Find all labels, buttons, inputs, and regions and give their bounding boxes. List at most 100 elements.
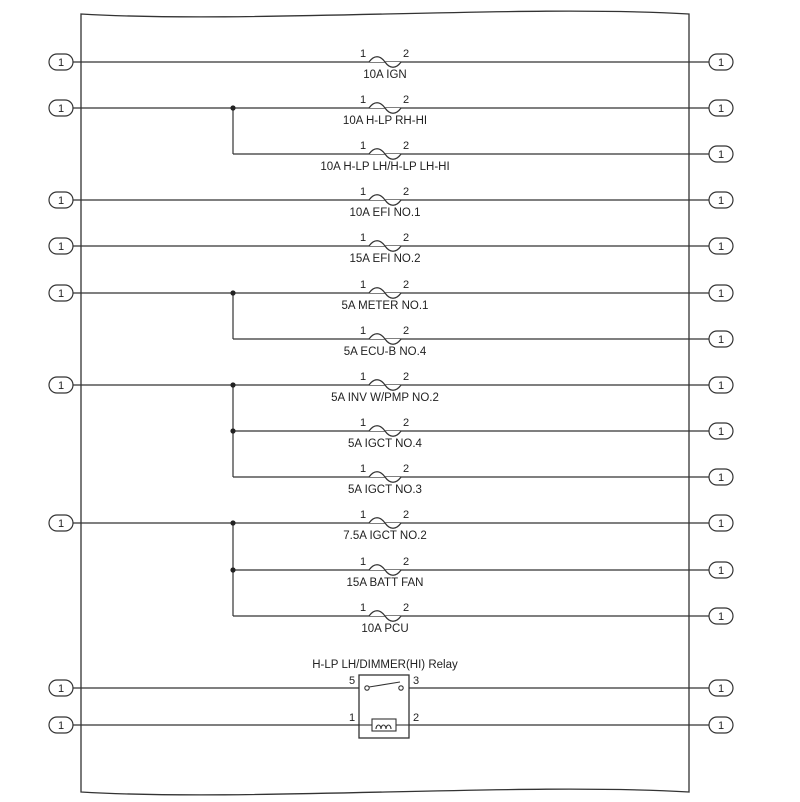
relay-switch-arm [368, 681, 401, 688]
connector-right-relay-0: 1 [708, 679, 734, 697]
junction-dot [230, 290, 236, 296]
fuse-label: 10A H-LP RH-HI [343, 115, 427, 127]
fuse-label: 5A IGCT NO.4 [348, 438, 423, 450]
relay-pin-1: 1 [349, 712, 355, 724]
connector-right-11: 1 [708, 561, 734, 579]
connector-outline [48, 716, 74, 734]
fuse-symbol [368, 148, 402, 160]
connector-right-2: 1 [708, 145, 734, 163]
connector-left-5: 1 [48, 284, 74, 302]
junction-block-outline [80, 10, 690, 796]
connector-left-4: 1 [48, 237, 74, 255]
fuse-symbol [368, 333, 402, 345]
fuse-pin-2: 2 [403, 94, 409, 106]
fuse-pin-1: 1 [360, 186, 366, 198]
connector-label: 1 [718, 241, 724, 253]
fuse-pin-1: 1 [360, 325, 366, 337]
connector-outline [708, 716, 734, 734]
connector-left-1: 1 [48, 99, 74, 117]
connector-right-10: 1 [708, 514, 734, 532]
junction-dot [230, 428, 236, 434]
fuse-pin-1: 1 [360, 140, 366, 152]
fuse-pin-1: 1 [360, 279, 366, 291]
fuse-7: 1 2 5A INV W/PMP NO.2 [331, 371, 439, 404]
fuse-label: 10A EFI NO.1 [350, 207, 421, 219]
connector-outline [48, 99, 74, 117]
fuse-3: 1 2 10A EFI NO.1 [350, 186, 421, 219]
connector-label: 1 [718, 57, 724, 69]
connector-outline [708, 191, 734, 209]
connector-label: 1 [718, 565, 724, 577]
fuse-pin-2: 2 [403, 140, 409, 152]
fuse-label: 5A INV W/PMP NO.2 [331, 392, 439, 404]
connector-right-8: 1 [708, 422, 734, 440]
junctions-layer [230, 105, 236, 573]
connector-label: 1 [718, 683, 724, 695]
connector-label: 1 [718, 426, 724, 438]
connector-outline [48, 376, 74, 394]
relay: H-LP LH/DIMMER(HI) Relay 5 3 1 2 [312, 659, 458, 739]
connector-outline [48, 514, 74, 532]
fuse-pin-2: 2 [403, 186, 409, 198]
connector-label: 1 [718, 334, 724, 346]
fuse-pin-2: 2 [403, 556, 409, 568]
connector-left-relay-1: 1 [48, 716, 74, 734]
connector-right-12: 1 [708, 607, 734, 625]
fuse-label: 5A IGCT NO.3 [348, 484, 422, 496]
fuse-label: 15A BATT FAN [347, 577, 424, 589]
connector-right-relay-1: 1 [708, 716, 734, 734]
fuse-pin-1: 1 [360, 417, 366, 429]
connector-outline [708, 561, 734, 579]
connector-label: 1 [58, 195, 64, 207]
connector-label: 1 [718, 103, 724, 115]
fuse-pin-2: 2 [403, 509, 409, 521]
connector-label: 1 [718, 611, 724, 623]
connector-right-1: 1 [708, 99, 734, 117]
connector-outline [48, 679, 74, 697]
connector-outline [48, 53, 74, 71]
connector-label: 1 [718, 288, 724, 300]
connector-label: 1 [58, 288, 64, 300]
fuse-pin-1: 1 [360, 602, 366, 614]
relay-title: H-LP LH/DIMMER(HI) Relay [312, 659, 458, 671]
relay-switch-contact-left [364, 685, 370, 691]
fuse-pin-2: 2 [403, 371, 409, 383]
connector-outline [708, 99, 734, 117]
relay-switch-contact-right [398, 685, 404, 691]
connector-left-7: 1 [48, 376, 74, 394]
connector-right-4: 1 [708, 237, 734, 255]
junction-dot [230, 567, 236, 573]
connector-outline [708, 145, 734, 163]
fuse-pin-1: 1 [360, 463, 366, 475]
junction-dot [230, 382, 236, 388]
connector-outline [708, 330, 734, 348]
fuse-label: 15A EFI NO.2 [350, 253, 421, 265]
junction-dot [230, 105, 236, 111]
connector-outline [708, 514, 734, 532]
connector-label: 1 [718, 720, 724, 732]
connector-label: 1 [58, 518, 64, 530]
relay-coil [375, 724, 392, 730]
fuse-pin-1: 1 [360, 232, 366, 244]
connector-label: 1 [718, 195, 724, 207]
fuse-label: 7.5A IGCT NO.2 [343, 530, 427, 542]
fuse-label: 5A METER NO.1 [342, 300, 429, 312]
connector-right-7: 1 [708, 376, 734, 394]
fuse-pin-1: 1 [360, 94, 366, 106]
connector-right-9: 1 [708, 468, 734, 486]
connectors-layer: 1 1 1 1 1 1 1 1 1 1 1 1 1 1 1 1 1 1 1 1 1 1 1 1 [48, 53, 734, 734]
fuse-symbol [368, 194, 402, 206]
fuse-pin-1: 1 [360, 371, 366, 383]
connector-outline [48, 191, 74, 209]
fuse-label: 10A PCU [361, 623, 408, 635]
relay-pin-3: 3 [413, 675, 419, 687]
